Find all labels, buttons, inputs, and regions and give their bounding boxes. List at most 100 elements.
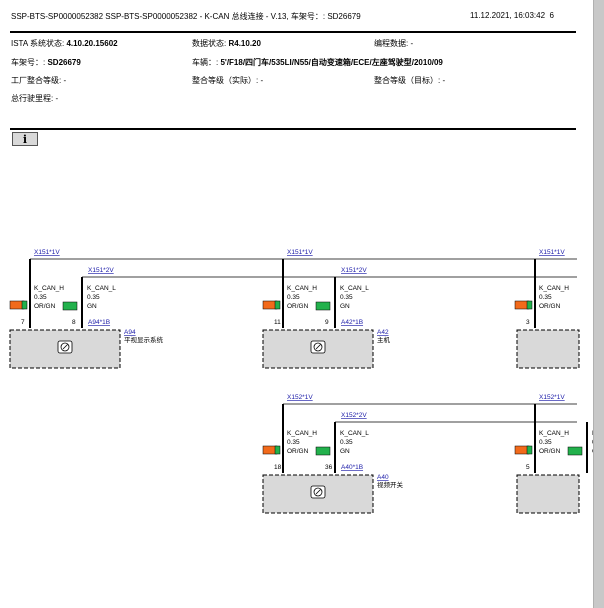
wire-name: K_CAN_L [340, 430, 369, 437]
wire-color: OR/GN [539, 303, 561, 310]
module-icon [310, 485, 326, 499]
wire-color: OR/GN [539, 448, 561, 455]
connector-label: X152*2V [341, 412, 367, 419]
data-status: 数据状态: R4.10.20 [192, 38, 261, 49]
report-datetime: 11.12.2021, 16:03:42 6 [470, 11, 554, 20]
ista-status: ISTA 系统状态: 4.10.20.15602 [11, 38, 118, 49]
wire-color-swatch-green [274, 445, 281, 455]
plug-label: A42*1B [341, 319, 363, 326]
module-icon-circle [60, 342, 70, 352]
connector-label: X152*1V [539, 394, 565, 401]
ista-label: ISTA 系统状态: [11, 39, 65, 48]
connector-block-left-top: X151*1VK_CAN_H0.35OR/GN7X151*2VK_CAN_L0.… [9, 249, 164, 369]
vin-label: 车架号：: [11, 58, 46, 67]
wire-size: 0.35 [340, 294, 353, 301]
wire-color-swatch-green [567, 446, 583, 456]
data-label: 数据状态: [192, 39, 227, 48]
title-left: SSP-BTS-SP0000052382 SSP-BTS-SP000005238… [11, 12, 230, 21]
wire-color: GN [340, 448, 350, 455]
pin-number: 36 [325, 464, 333, 471]
connector-label: X151*1V [34, 249, 60, 256]
module-icon [310, 340, 326, 354]
programming-data: 编程数据: - [374, 39, 414, 48]
wire-name: K_CAN_H [34, 285, 64, 292]
vehicle-label: 车辆：: [192, 58, 219, 67]
wire-color: GN [340, 303, 350, 310]
wire-color: OR/GN [287, 303, 309, 310]
module-icon [57, 340, 73, 354]
vehicle-field: 车辆：: 5'/F18/四门车/535LI/N55/自动变速箱/ECE/左座驾驶… [192, 57, 443, 68]
wire-color-swatch-green [526, 445, 533, 455]
wire-size: 0.35 [34, 294, 47, 301]
vehicle-value: 5'/F18/四门车/535LI/N55/自动变速箱/ECE/左座驾驶型/201… [220, 58, 443, 67]
module-icon-slash [315, 344, 321, 350]
wire-size: 0.35 [287, 294, 300, 301]
wire-color-swatch-green [315, 301, 331, 311]
wire-name: K_CAN_L [340, 285, 369, 292]
wire-size: 0.35 [287, 439, 300, 446]
pin-number: 11 [274, 319, 281, 326]
wire-size: 0.35 [539, 294, 552, 301]
data-value: R4.10.20 [228, 39, 261, 48]
connector-label: X151*2V [341, 267, 367, 274]
wire-color: OR/GN [34, 303, 56, 310]
connector-label: X151*1V [539, 249, 565, 256]
wire-color-swatch-green [526, 300, 533, 310]
report-title: SSP-BTS-SP0000052382 SSP-BTS-SP000005238… [11, 11, 361, 22]
info-icon[interactable]: i [12, 132, 38, 146]
control-module-box [516, 329, 580, 369]
factory-integration-level: 工厂整合等级: - [11, 76, 67, 85]
pin-number: 7 [21, 319, 25, 326]
wire-color-swatch-green [315, 446, 331, 456]
page-number: 6 [549, 11, 554, 20]
integration-level-target: 整合等级（目标）: - [374, 76, 446, 85]
module-icon-circle [313, 487, 323, 497]
wire-size: 0.35 [592, 439, 593, 446]
integration-level-actual: 整合等级（实际）: - [192, 76, 264, 85]
wire-size: 0.35 [340, 439, 353, 446]
title-vin: SD26679 [327, 12, 361, 21]
pin-number: 8 [72, 319, 76, 326]
wire-color: OR/GN [287, 448, 309, 455]
ista-value: 4.10.20.15602 [66, 39, 118, 48]
connector-label: X152*1V [287, 394, 313, 401]
pin-number: 9 [325, 319, 329, 326]
module-id: A40 [377, 474, 389, 481]
pin-number: 18 [274, 464, 282, 471]
wire-color: GN [87, 303, 97, 310]
module-id: A94 [124, 329, 136, 336]
plug-label: A40*1B [341, 464, 363, 471]
vin-field: 车架号：: SD26679 [11, 57, 81, 68]
total-mileage: 总行驶里程: - [11, 94, 59, 103]
wire-color-swatch-green [62, 301, 78, 311]
wire-name: K_CAN_H [287, 430, 317, 437]
connector-label: X151*1V [287, 249, 313, 256]
wire-name: K_CAN_H [287, 285, 317, 292]
wire-size: 0.35 [87, 294, 100, 301]
plug-label: A94*1B [88, 319, 110, 326]
info-icon-glyph: i [22, 132, 28, 146]
module-icon-circle [313, 342, 323, 352]
wire-name: K_CAN_H [539, 285, 569, 292]
module-icon-slash [315, 489, 321, 495]
module-name: 平视显示系统 [124, 335, 164, 344]
control-module-box [516, 474, 580, 514]
wire-size: 0.35 [539, 439, 552, 446]
vertical-scrollbar[interactable] [593, 0, 604, 608]
section-divider [10, 128, 576, 130]
header-divider [10, 31, 576, 33]
wire-color-swatch-green [274, 300, 281, 310]
vin-value: SD26679 [47, 58, 81, 67]
wire-name: K_CAN_H [539, 430, 569, 437]
module-icon-slash [62, 344, 68, 350]
module-id: A42 [377, 329, 389, 336]
wire-color-swatch-green [21, 300, 28, 310]
connector-label: X151*2V [88, 267, 114, 274]
pin-number: 3 [526, 319, 530, 326]
module-name: 视频开关 [377, 480, 404, 489]
